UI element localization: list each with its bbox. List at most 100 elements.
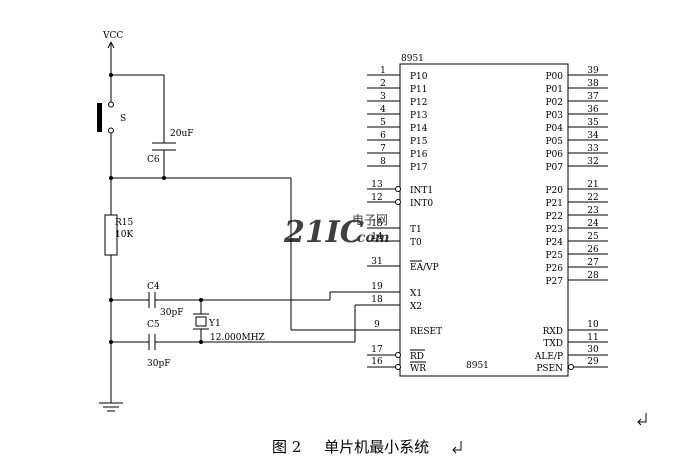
pin-label: INT0 — [410, 199, 433, 209]
pin-number: 2 — [380, 79, 386, 89]
switch-contact-bottom — [108, 127, 114, 134]
r15-name: R15 — [115, 218, 134, 228]
c5-name: C5 — [147, 320, 160, 330]
pin-number: 7 — [380, 144, 386, 154]
chip-right-pin: 30 ALE/P — [534, 345, 608, 362]
pin-number: 16 — [371, 357, 383, 367]
chip-left-pin: 5 P14 — [367, 118, 428, 134]
pin-number: 17 — [371, 345, 383, 355]
pin-number: 5 — [380, 118, 386, 128]
pin-label: EA/VP — [410, 263, 439, 273]
c6-name: C6 — [147, 155, 160, 165]
chip-left-pin: 8 P17 — [367, 157, 428, 173]
pin-label: RESET — [410, 327, 442, 337]
pin-label: P25 — [545, 251, 563, 261]
pin-label: ALE/P — [534, 352, 563, 362]
chip-right-pin: 10 RXD — [543, 320, 608, 337]
inversion-bubble — [395, 199, 401, 205]
pin-label: T1 — [410, 225, 422, 235]
pin-number: 10 — [587, 320, 599, 330]
switch-label: S — [120, 114, 126, 124]
chip-name-bottom: 8951 — [466, 361, 489, 371]
pin-number: 19 — [371, 282, 383, 292]
switch-actuator — [97, 103, 102, 132]
pin-number: 12 — [371, 193, 382, 203]
y1-value: 12.000MHZ — [210, 333, 265, 343]
chip-left-pin: 6 P15 — [367, 131, 428, 147]
inversion-bubble — [395, 186, 401, 192]
watermark-cn: 电子网 — [352, 213, 388, 227]
pin-label: P07 — [545, 163, 563, 173]
pin-number: 21 — [587, 180, 598, 190]
pin-number: 26 — [587, 245, 599, 255]
pin-label: P22 — [545, 212, 563, 222]
pin-label: P24 — [545, 238, 563, 248]
pin-number: 6 — [380, 131, 386, 141]
pin-label: P05 — [545, 137, 563, 147]
pin-number: 35 — [587, 118, 599, 128]
r15-value: 10K — [115, 230, 133, 240]
inversion-bubble — [395, 364, 401, 370]
junction-reset-c6 — [162, 176, 166, 180]
pin-label: P21 — [545, 199, 563, 209]
pin-number: 13 — [371, 180, 383, 190]
pin-label: RXD — [543, 327, 563, 337]
pin-label: P11 — [410, 85, 428, 95]
chip-left-pin: 1 P10 — [367, 66, 428, 82]
pin-number: 25 — [587, 232, 599, 242]
pin-number: 3 — [380, 92, 386, 102]
pin-label: P17 — [410, 163, 428, 173]
chip-left-pin: 18 X2 — [367, 295, 422, 312]
c4-value: 30pF — [160, 308, 183, 318]
pin-label: WR — [410, 364, 426, 374]
pin-number: 9 — [374, 320, 380, 330]
chip-left-pin: 12 INT0 — [367, 193, 433, 209]
pin-label: P27 — [545, 277, 563, 287]
pin-number: 37 — [587, 92, 599, 102]
chip-right-pin: 22 P21 — [545, 193, 608, 209]
pin-number: 23 — [587, 206, 599, 216]
chip-right-pin: 35 P04 — [545, 118, 608, 134]
inversion-bubble — [395, 352, 401, 358]
c6-value: 20uF — [170, 129, 194, 139]
vcc-label: VCC — [102, 31, 123, 41]
chip-left-pin: 2 P11 — [367, 79, 428, 95]
chip-right-pin: 23 P22 — [545, 206, 608, 222]
figure-number: 图 2 — [272, 438, 301, 456]
watermark-brand: 21IC — [283, 215, 364, 250]
chip-body — [399, 63, 569, 377]
chip-left-pin: 3 P12 — [367, 92, 428, 108]
chip-left-pin: 14 T0 — [367, 232, 422, 248]
pin-number: 34 — [587, 131, 599, 141]
chip-right-pin: 26 P25 — [545, 245, 608, 261]
pin-number: 4 — [380, 105, 386, 115]
pin-label: P23 — [545, 225, 563, 235]
switch-contact-top — [108, 101, 114, 108]
chip-right-pin: 37 P02 — [545, 92, 608, 108]
chip-right-pin: 34 P05 — [545, 131, 608, 147]
chip-right-pin: 11 TXD — [543, 333, 608, 349]
pin-label: TXD — [543, 339, 563, 349]
chip-left-pin: 19 X1 — [367, 282, 422, 299]
figure-title: 单片机最小系统 — [324, 438, 429, 456]
pin-number: 15 — [371, 219, 383, 229]
pin-label: P04 — [545, 124, 563, 134]
chip-right-pin: 32 P07 — [545, 157, 608, 173]
chip-left-pin: 7 P16 — [367, 144, 428, 160]
chip-left-pin: 17 RD — [367, 345, 425, 362]
pin-number: 14 — [371, 232, 383, 242]
chip-right-pin: 29 PSEN — [536, 357, 608, 374]
pin-label: P00 — [545, 72, 563, 82]
c5-value: 30pF — [147, 359, 170, 369]
pin-number: 8 — [380, 157, 386, 167]
pin-number: 33 — [587, 144, 599, 154]
chip-right-pin: 21 P20 — [545, 180, 608, 196]
chip-right-pin: 36 P03 — [545, 105, 608, 121]
chip-left-pin: 4 P13 — [367, 105, 428, 121]
watermark-21ic-logo: 21IC 电子网 .com — [283, 213, 390, 250]
pin-number: 28 — [587, 271, 599, 281]
pin-number: 11 — [587, 333, 598, 343]
pin-number: 39 — [587, 66, 599, 76]
pin-number: 22 — [587, 193, 598, 203]
